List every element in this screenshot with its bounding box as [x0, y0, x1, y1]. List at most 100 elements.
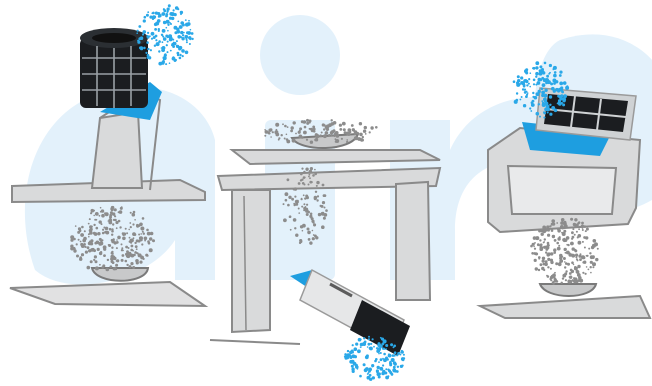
particle-dot [105, 227, 109, 231]
particle-dot [563, 98, 566, 101]
particle-dot [125, 228, 127, 230]
particle-dot [85, 251, 88, 254]
particle-dot [294, 196, 296, 198]
particle-dot [551, 219, 555, 223]
particle-dot [397, 366, 399, 368]
particle-dot [284, 125, 287, 128]
particle-dot [303, 203, 305, 205]
particle-dot [162, 36, 164, 38]
particle-dot [302, 224, 306, 228]
particle-dot [339, 124, 342, 127]
particle-dot [166, 44, 168, 46]
particle-dot [361, 139, 364, 142]
particle-dot [588, 248, 590, 250]
particle-dot [346, 141, 348, 143]
particle-dot [535, 61, 539, 65]
particle-dot [578, 228, 580, 230]
particle-dot [365, 133, 367, 135]
particle-dot [91, 226, 93, 228]
hood-chimney [92, 112, 142, 188]
particle-dot [369, 131, 371, 133]
particle-dot [355, 355, 357, 357]
particle-dot [268, 132, 270, 134]
particle-dot [282, 123, 284, 125]
particle-dot [554, 239, 557, 242]
particle-dot [105, 231, 109, 235]
particle-dot [377, 366, 380, 369]
particle-dot [564, 266, 566, 268]
particle-dot [186, 40, 188, 42]
particle-dot [113, 256, 115, 258]
particle-dot [78, 239, 80, 241]
particle-dot [550, 261, 553, 264]
particle-dot [561, 218, 565, 222]
particle-dot [148, 242, 150, 244]
particle-dot [167, 41, 169, 43]
particle-dot [133, 254, 136, 257]
particle-dot [291, 198, 294, 201]
particle-dot [311, 217, 313, 219]
particle-dot [556, 242, 559, 245]
particle-dot [101, 214, 105, 218]
particle-dot [572, 279, 574, 281]
particle-dot [308, 184, 310, 186]
particle-dot [140, 36, 144, 40]
particle-dot [579, 279, 582, 282]
particle-dot [170, 23, 172, 25]
particle-dot [544, 238, 546, 240]
particle-dot [380, 352, 382, 354]
particle-dot [376, 369, 379, 372]
particle-dot [167, 51, 169, 53]
particle-dot [369, 347, 373, 351]
particle-dot [179, 25, 183, 29]
particle-dot [128, 252, 131, 255]
particle-dot [295, 234, 298, 237]
particle-dot [355, 343, 358, 346]
particle-dot [545, 229, 548, 232]
particle-dot [161, 48, 165, 52]
particle-dot [554, 71, 557, 74]
particle-dot [78, 227, 81, 230]
particle-dot [125, 253, 128, 256]
particle-dot [519, 83, 521, 85]
particle-dot [533, 83, 535, 85]
particle-dot [575, 254, 578, 257]
particle-dot [182, 34, 184, 36]
particle-dot [275, 123, 279, 127]
particle-dot [136, 261, 139, 264]
particle-dot [369, 374, 372, 377]
particle-dot [176, 40, 178, 42]
particle-dot [293, 203, 295, 205]
particle-dot [533, 252, 536, 255]
particle-dot [309, 174, 311, 176]
particle-dot [138, 25, 141, 28]
particle-dot [187, 31, 191, 35]
particle-dot [549, 113, 552, 116]
particle-dot [321, 205, 324, 208]
right-cabinet [396, 182, 430, 300]
particle-dot [547, 258, 550, 261]
box-hood-scene [480, 61, 650, 318]
rectangular-carbon-filter-icon [290, 270, 410, 356]
particle-dot [563, 257, 566, 260]
particle-dot [158, 50, 160, 52]
particle-dot [322, 184, 325, 187]
particle-dot [346, 132, 350, 136]
particle-dot [367, 373, 369, 375]
particle-dot [268, 129, 271, 132]
particle-dot [140, 227, 144, 231]
particle-dot [581, 222, 584, 225]
particle-dot [391, 374, 393, 376]
particle-dot [573, 277, 575, 279]
particle-dot [323, 217, 326, 220]
particle-dot [585, 273, 587, 275]
particle-dot [156, 42, 160, 46]
particle-dot [351, 124, 354, 127]
particle-dot [539, 116, 541, 118]
particle-dot [317, 195, 319, 197]
particle-dot [139, 223, 143, 227]
particle-dot [323, 124, 325, 126]
particle-dot [554, 272, 556, 274]
particle-dot [563, 230, 566, 233]
particle-dot [559, 82, 563, 86]
